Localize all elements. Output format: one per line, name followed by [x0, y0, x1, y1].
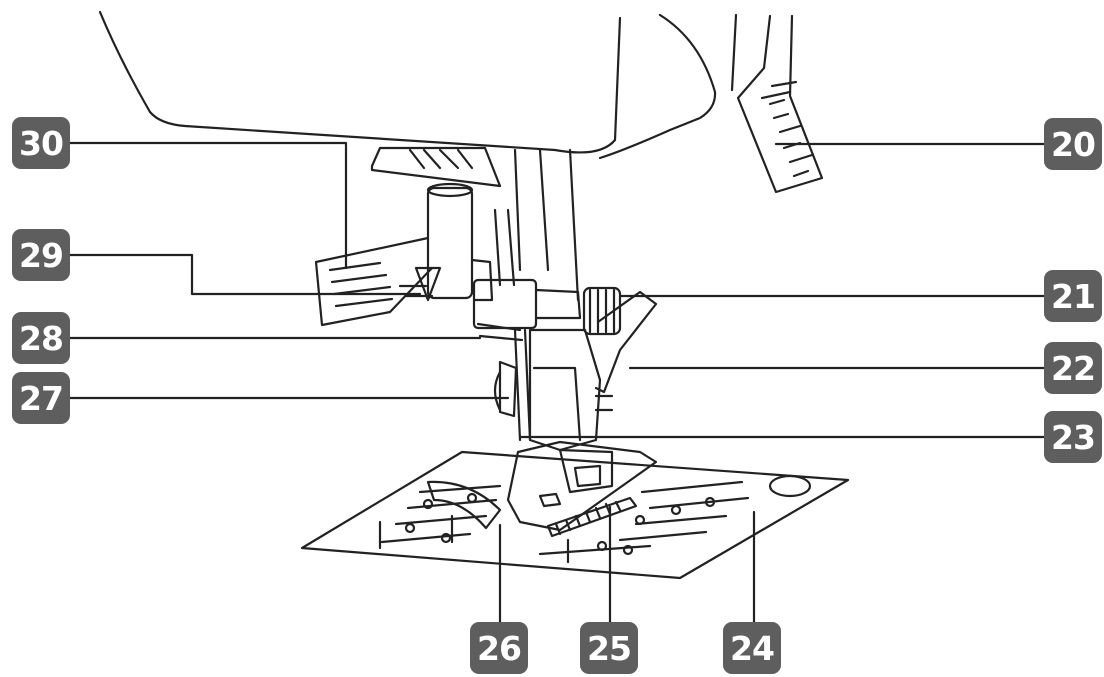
- callout-badge-26: 26: [470, 622, 528, 674]
- needle-clamp-screw: [582, 286, 622, 336]
- callout-badge-22: 22: [1044, 342, 1102, 394]
- callout-badge-21: 21: [1044, 270, 1102, 322]
- needle-clamp: [472, 208, 582, 442]
- presser-foot: [506, 440, 658, 532]
- leader-lines: [68, 141, 1048, 637]
- needle-plate: [300, 450, 850, 580]
- callout-badge-29: 29: [12, 229, 70, 281]
- presser-foot-shank: [528, 290, 658, 452]
- leader-line-30: [68, 141, 348, 270]
- needle-threader-assembly: [314, 182, 494, 327]
- callout-badge-23: 23: [1044, 411, 1102, 463]
- bobbin-cover: [426, 480, 502, 530]
- callout-badge-24: 24: [723, 622, 781, 674]
- callout-badge-30: 30: [12, 117, 70, 169]
- upper-bracket: [370, 146, 580, 302]
- callout-badge-25: 25: [580, 622, 638, 674]
- machine-head-outline: [98, 10, 738, 160]
- feed-dogs: [546, 496, 638, 538]
- needle-position-scale: [736, 14, 824, 194]
- callout-badge-28: 28: [12, 312, 70, 364]
- callout-badge-27: 27: [12, 372, 70, 424]
- buttonhole-lever-stop: [493, 360, 518, 418]
- leader-line-29: [68, 253, 422, 296]
- callout-badge-20: 20: [1044, 118, 1102, 170]
